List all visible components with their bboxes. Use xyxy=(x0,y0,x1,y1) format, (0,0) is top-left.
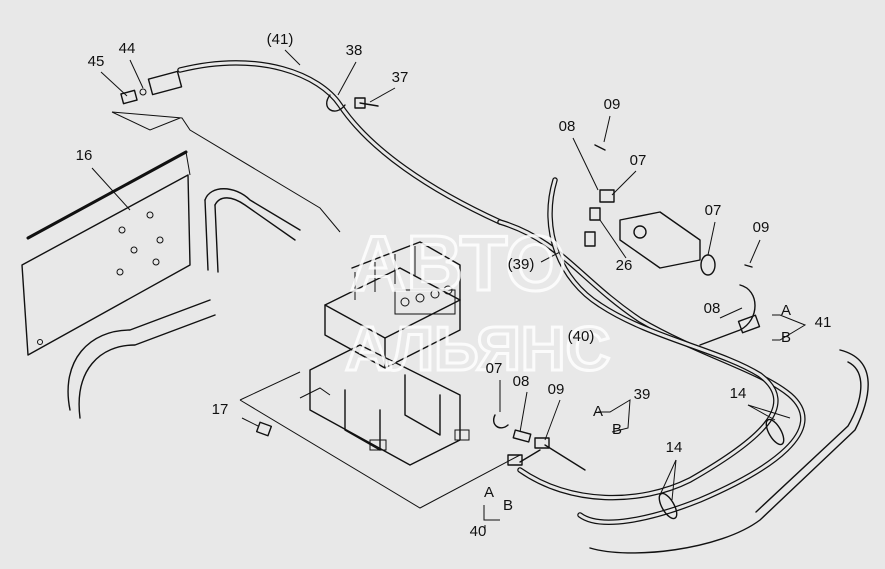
callout-c-09-top: 09 xyxy=(604,96,621,113)
callout-c-41-right: 41 xyxy=(815,314,832,331)
callout-c-A-39: A xyxy=(593,403,603,420)
callout-c-16: 16 xyxy=(76,147,93,164)
callout-c-A-41: A xyxy=(781,302,791,319)
callout-c-B-41: B xyxy=(781,329,791,346)
callout-c-B-40: B xyxy=(503,497,513,514)
watermark-line2: АЛЬЯНС xyxy=(345,315,610,384)
callout-c-39-bot: 39 xyxy=(634,386,651,403)
callout-c-08-top: 08 xyxy=(559,118,576,135)
callout-c-44: 44 xyxy=(119,40,136,57)
leader-lines xyxy=(91,49,791,501)
ab-brackets xyxy=(483,314,807,530)
callout-c-38: 38 xyxy=(346,42,363,59)
watermark-line1: АВТО xyxy=(350,219,566,307)
hose-bundle xyxy=(497,177,869,554)
callout-c-09-right: 09 xyxy=(753,219,770,236)
fitting-17 xyxy=(241,417,273,437)
callout-c-40-mid: (40) xyxy=(568,328,595,345)
callout-c-07-top: 07 xyxy=(630,152,647,169)
callout-c-14-bot: 14 xyxy=(666,439,683,456)
callout-c-40-bot: 40 xyxy=(470,523,487,540)
callout-c-B-39: B xyxy=(612,421,622,438)
callout-c-07-right: 07 xyxy=(705,202,722,219)
callout-c-A-40: A xyxy=(484,484,494,501)
frame-outline xyxy=(111,111,521,509)
watermark: АВТО АЛЬЯНС xyxy=(344,218,612,386)
hose-41-top xyxy=(120,60,503,225)
callout-c-41-top: (41) xyxy=(267,31,294,48)
panel-16 xyxy=(21,150,191,356)
callout-c-45: 45 xyxy=(88,53,105,70)
callout-c-08-right: 08 xyxy=(704,300,721,317)
callout-c-26: 26 xyxy=(616,257,633,274)
callout-c-17: 17 xyxy=(212,401,229,418)
callout-c-09-bot: 09 xyxy=(548,381,565,398)
control-valve xyxy=(324,241,461,369)
callout-c-37: 37 xyxy=(392,69,409,86)
callout-c-08-bot: 08 xyxy=(513,373,530,390)
callout-c-07-bot: 07 xyxy=(486,360,503,377)
callout-c-14-right: 14 xyxy=(730,385,747,402)
valve-stand xyxy=(299,344,470,466)
bottom-fittings xyxy=(493,414,550,466)
callout-c-39-mid: (39) xyxy=(508,256,535,273)
frame-tubes xyxy=(67,188,301,419)
